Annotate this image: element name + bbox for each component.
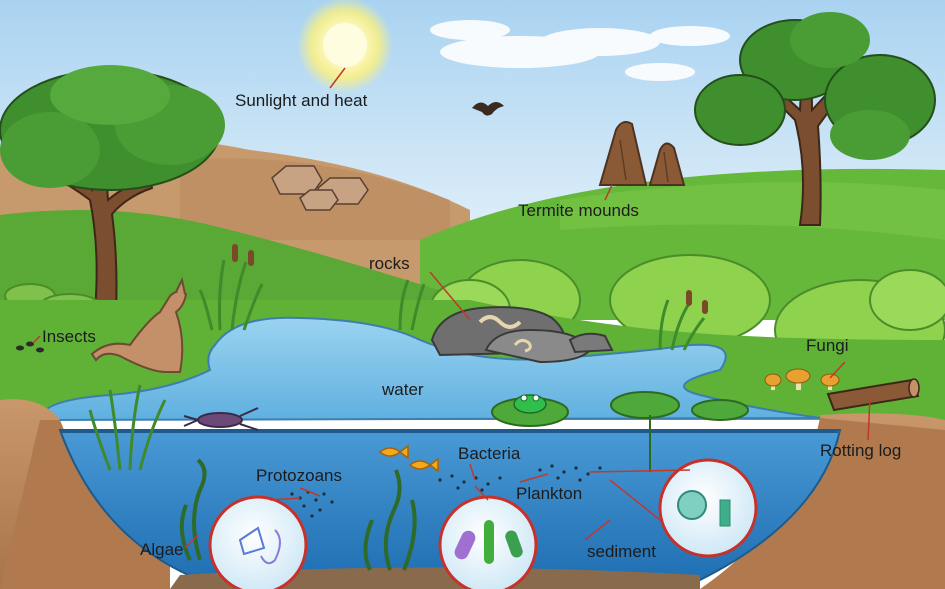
label-plankton: Plankton <box>516 485 582 502</box>
label-sunlight: Sunlight and heat <box>235 92 367 109</box>
frog-icon <box>514 395 546 413</box>
label-rocks: rocks <box>369 255 410 272</box>
magnifier-bacteria <box>440 497 536 589</box>
label-water: water <box>382 381 424 398</box>
label-termite-mounds: Termite mounds <box>518 202 639 219</box>
label-insects: Insects <box>42 328 96 345</box>
label-rotting-log: Rotting log <box>820 442 901 459</box>
magnifier-protozoans <box>210 497 306 589</box>
sun-core <box>323 23 367 67</box>
label-sediment: sediment <box>587 543 656 560</box>
magnifier-plankton <box>660 460 756 556</box>
label-protozoans: Protozoans <box>256 467 342 484</box>
label-fungi: Fungi <box>806 337 849 354</box>
label-bacteria: Bacteria <box>458 445 520 462</box>
label-algae: Algae <box>140 541 183 558</box>
